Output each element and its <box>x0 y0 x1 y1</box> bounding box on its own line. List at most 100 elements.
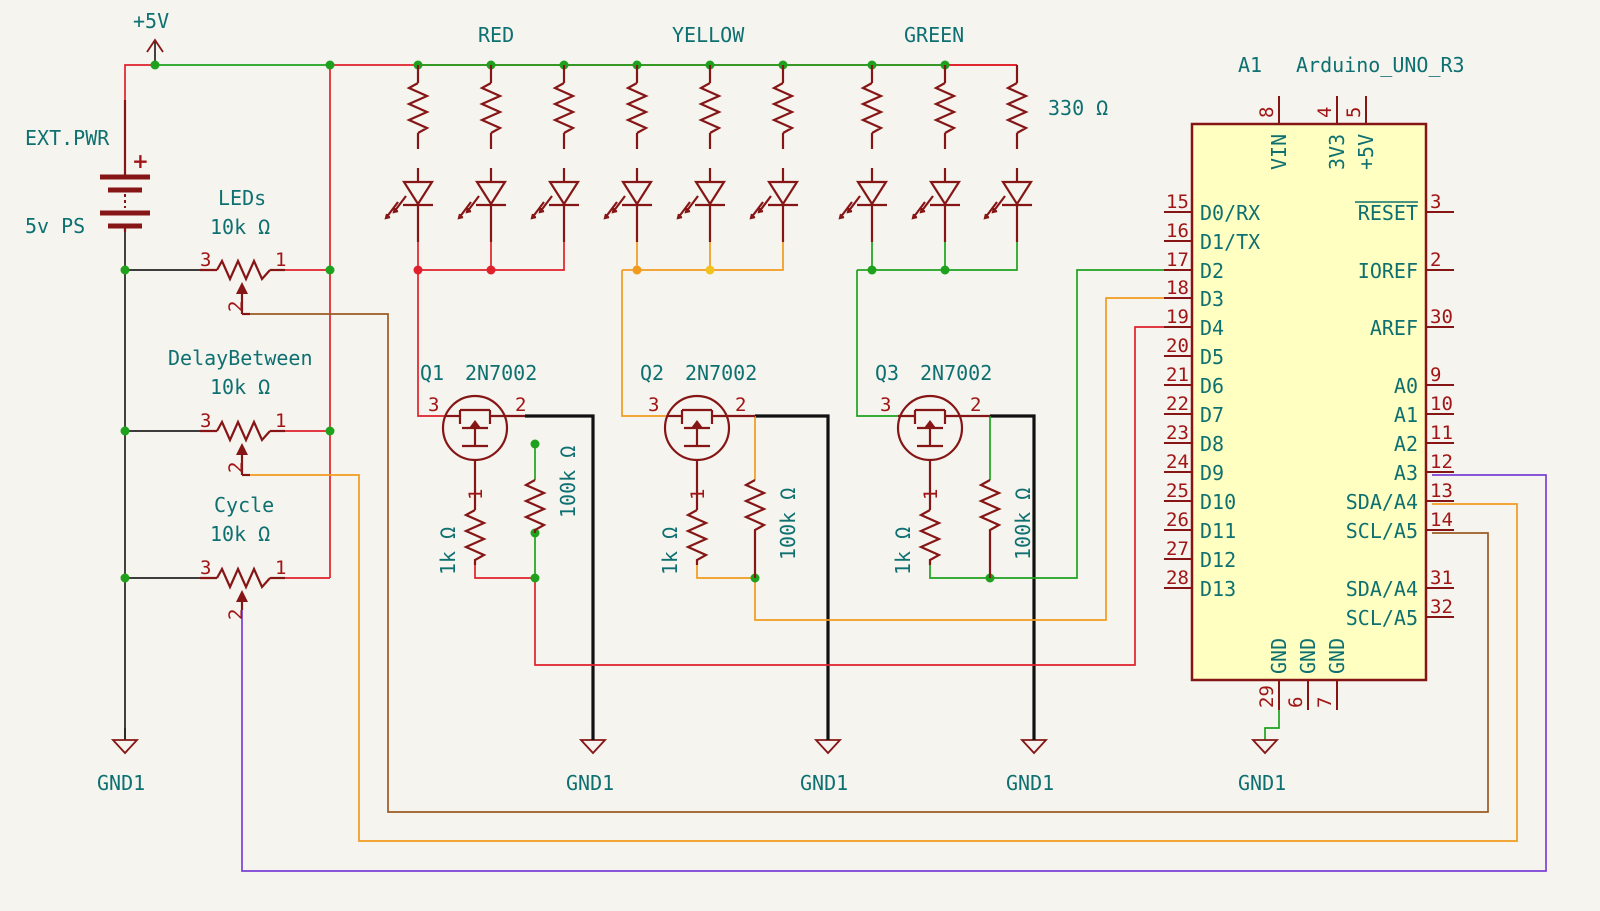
arduino-pin-name: D13 <box>1200 577 1236 601</box>
arduino-pin-name: GND <box>1296 638 1320 674</box>
r-pd-2-label: 100k Ω <box>776 488 800 560</box>
arduino-pin-name: D9 <box>1200 461 1224 485</box>
svg-text:3: 3 <box>428 394 439 416</box>
svg-text:1: 1 <box>687 489 709 500</box>
gate-resistors[interactable] <box>463 509 942 565</box>
svg-text:1: 1 <box>275 557 286 579</box>
arduino-pin-name: D11 <box>1200 519 1236 543</box>
q2-ref: Q2 <box>640 361 664 385</box>
arduino-pin-num: 11 <box>1430 422 1453 444</box>
q1-ref: Q1 <box>420 361 444 385</box>
pot-cycle-name: Cycle <box>214 493 274 517</box>
pot-leds[interactable]: LEDs 10k Ω 3 1 2 <box>200 186 286 316</box>
battery-symbol[interactable]: + EXT.PWR 5v PS <box>25 100 150 238</box>
r-pd-3-label: 100k Ω <box>1011 488 1035 560</box>
arduino-pin-name: D0/RX <box>1200 201 1260 225</box>
svg-text:3: 3 <box>880 394 891 416</box>
q3-part: 2N7002 <box>920 361 992 385</box>
supply-ref: EXT.PWR <box>25 126 110 150</box>
svg-text:2: 2 <box>970 394 981 416</box>
power-5v-symbol[interactable]: +5V <box>133 9 169 53</box>
pulldown-resistors[interactable] <box>523 479 1002 578</box>
arduino-pin-num: 27 <box>1166 538 1189 560</box>
svg-text:2: 2 <box>225 462 247 473</box>
arduino-pin-name: A2 <box>1394 432 1418 456</box>
arduino-pin-num: 26 <box>1166 509 1189 531</box>
svg-text:3: 3 <box>648 394 659 416</box>
plus-icon: + <box>132 149 149 173</box>
arduino-pin-name: +5V <box>1354 134 1378 170</box>
arduino-pin-num: 31 <box>1430 567 1453 589</box>
arduino-pin-num: 17 <box>1166 249 1189 271</box>
mosfet-q2[interactable]: Q2 2N7002 3 2 1 <box>640 361 757 510</box>
arduino-pin-num: 15 <box>1166 191 1189 213</box>
arduino-pin-num: 12 <box>1430 451 1453 473</box>
pot-cycle[interactable]: Cycle 10k Ω 3 1 2 <box>200 493 286 620</box>
r-gate-2-label: 1k Ω <box>658 527 682 575</box>
arduino-pin-num: 6 <box>1285 697 1307 708</box>
arduino-pin-num: 23 <box>1166 422 1189 444</box>
leds[interactable] <box>384 166 1034 220</box>
arduino-pin-name: D3 <box>1200 287 1224 311</box>
mosfet-q1[interactable]: Q1 2N7002 3 2 1 <box>420 361 537 510</box>
arduino-pin-name: D2 <box>1200 259 1224 283</box>
arduino-pin-name: GND <box>1325 638 1349 674</box>
gnd-label-3: GND1 <box>800 771 848 795</box>
group-label-yellow: YELLOW <box>672 23 745 47</box>
svg-text:1: 1 <box>920 489 942 500</box>
arduino-pin-num: 16 <box>1166 220 1189 242</box>
arduino-pin-num: 4 <box>1314 107 1336 118</box>
mosfet-q3[interactable]: Q3 2N7002 3 2 1 <box>875 361 992 510</box>
arduino-ref: A1 <box>1238 53 1262 77</box>
arduino-pin-name: D4 <box>1200 316 1224 340</box>
arduino-pin-num: 30 <box>1430 306 1453 328</box>
gnd-label-5: GND1 <box>1238 771 1286 795</box>
pot-delaybetween[interactable]: DelayBetween 10k Ω 3 1 2 <box>168 346 313 477</box>
arduino-pin-name: SDA/A4 <box>1346 577 1418 601</box>
arduino-part: Arduino_UNO_R3 <box>1296 53 1465 77</box>
arduino-pin-name: RESET <box>1358 201 1418 225</box>
gnd-symbols <box>112 728 1278 754</box>
svg-text:2: 2 <box>225 301 247 312</box>
svg-text:2: 2 <box>735 394 746 416</box>
group-label-green: GREEN <box>904 23 964 47</box>
arduino-pin-num: 14 <box>1430 509 1453 531</box>
svg-text:3: 3 <box>200 410 211 432</box>
svg-text:2: 2 <box>515 394 526 416</box>
svg-text:1: 1 <box>275 249 286 271</box>
arduino-pin-name: 3V3 <box>1325 134 1349 170</box>
arduino-pin-num: 13 <box>1430 480 1453 502</box>
pot-cycle-value: 10k Ω <box>210 522 270 546</box>
svg-text:3: 3 <box>200 557 211 579</box>
gnd-label-1: GND1 <box>97 771 145 795</box>
arduino-pin-name: A0 <box>1394 374 1418 398</box>
power-5v-label: +5V <box>133 9 169 33</box>
arduino-pin-name: D1/TX <box>1200 230 1260 254</box>
led-leads <box>416 216 1019 242</box>
gnd-label-2: GND1 <box>566 771 614 795</box>
pot-delaybetween-name: DelayBetween <box>168 346 313 370</box>
arduino-pin-num: 20 <box>1166 335 1189 357</box>
arduino-pin-num: 24 <box>1166 451 1189 473</box>
pot-leds-value: 10k Ω <box>210 215 270 239</box>
q2-part: 2N7002 <box>685 361 757 385</box>
arduino-pin-name: A1 <box>1394 403 1418 427</box>
arduino-pin-num: 28 <box>1166 567 1189 589</box>
r-gate-3-label: 1k Ω <box>891 527 915 575</box>
q1-part: 2N7002 <box>465 361 537 385</box>
pot-delaybetween-value: 10k Ω <box>210 375 270 399</box>
wires <box>124 42 1547 872</box>
arduino-pin-num: 19 <box>1166 306 1189 328</box>
arduino-pin-num: 7 <box>1314 697 1336 708</box>
arduino-pin-name: AREF <box>1370 316 1418 340</box>
arduino-pin-num: 29 <box>1256 685 1278 708</box>
arduino-pin-num: 25 <box>1166 480 1189 502</box>
r-pd-1-label: 100k Ω <box>556 446 580 518</box>
led-resistors[interactable] <box>407 63 1028 151</box>
arduino-pin-name: GND <box>1267 638 1291 674</box>
arduino-pin-name: SCL/A5 <box>1346 606 1418 630</box>
arduino-pin-name: IOREF <box>1358 259 1418 283</box>
arduino-pin-name: D8 <box>1200 432 1224 456</box>
svg-text:2: 2 <box>225 609 247 620</box>
